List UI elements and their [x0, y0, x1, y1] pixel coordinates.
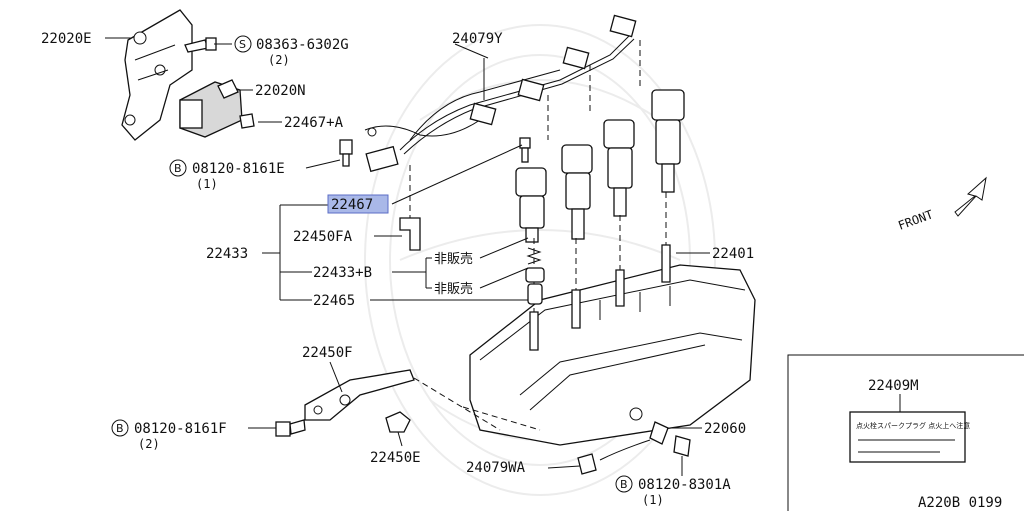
clip-22450fa[interactable]	[399, 217, 421, 251]
label-22409m[interactable]: 22409M	[868, 378, 919, 394]
label-22433b[interactable]: 22433+B	[313, 265, 372, 281]
label-22020e[interactable]: 22020E	[41, 31, 92, 47]
bracket-22450f[interactable]	[304, 369, 501, 431]
boot-22465[interactable]	[525, 267, 545, 305]
label-22465[interactable]: 22465	[313, 293, 355, 309]
label-22450fa[interactable]: 22450FA	[293, 229, 353, 245]
label-24079y[interactable]: 24079Y	[452, 31, 503, 47]
front-label: FRONT	[896, 207, 935, 233]
diagram-code: A220B 0199	[918, 495, 1002, 511]
sticker-text: 点火栓スパークプラグ 点火上へ注意	[856, 421, 970, 430]
ignition-coil-4[interactable]	[651, 89, 685, 193]
label-08120-8161e[interactable]: 08120-8161E	[192, 161, 285, 177]
bolt-08120-8301a[interactable]	[673, 435, 691, 457]
highlight-box	[327, 194, 389, 214]
bolt-08120-8161e[interactable]	[339, 139, 353, 167]
cylinder-head-cover	[462, 264, 756, 446]
bracket-assembly[interactable]	[121, 9, 193, 141]
bolt-08363[interactable]	[184, 37, 217, 53]
label-22450f[interactable]: 22450F	[302, 345, 353, 361]
label-22020n[interactable]: 22020N	[255, 83, 306, 99]
knock-sensor-22060[interactable]	[577, 407, 669, 475]
qty-08120-8301a: (1)	[642, 493, 664, 507]
b-marker-text: B	[174, 162, 182, 175]
qty-08120-8161f: (2)	[138, 437, 160, 451]
label-22450e[interactable]: 22450E	[370, 450, 421, 466]
wiring-harness-24079y[interactable]	[364, 14, 641, 240]
front-arrow-icon	[954, 176, 987, 217]
label-22467a[interactable]: 22467+A	[284, 115, 344, 131]
leader-lines	[105, 37, 901, 476]
clip-22450e[interactable]	[385, 411, 411, 433]
spring-22433b[interactable]	[526, 247, 542, 265]
label-08120-8161f[interactable]: 08120-8161F	[134, 421, 227, 437]
not-sold-note-2: 非販売	[434, 281, 473, 297]
b-marker-icon	[111, 419, 129, 437]
b-marker-icon	[615, 475, 633, 493]
coil-bolt[interactable]	[519, 137, 531, 163]
label-22060[interactable]: 22060	[704, 421, 746, 437]
label-08120-8301a[interactable]: 08120-8301A	[638, 477, 731, 493]
b-marker-text: B	[116, 422, 124, 435]
not-sold-note-1: 非販売	[434, 251, 473, 267]
qty-08120-8161e: (1)	[196, 177, 218, 191]
s-marker-icon	[234, 35, 252, 53]
ignition-coil-3[interactable]	[603, 119, 635, 217]
bolt-08120-8161f[interactable]	[275, 419, 306, 437]
bolt-22467a[interactable]	[239, 113, 255, 129]
label-22467[interactable]: 22467	[331, 197, 373, 213]
label-08363-6302g[interactable]: 08363-6302G	[256, 37, 349, 53]
qty-08363: (2)	[268, 53, 290, 67]
sticker-22409m[interactable]	[849, 411, 966, 463]
label-22433[interactable]: 22433	[206, 246, 248, 262]
label-sticker-panel: 22409M 点火栓スパークプラグ 点火上へ注意 A220B 0199	[787, 354, 1024, 511]
b-marker-icon	[169, 159, 187, 177]
spark-plugs[interactable]	[529, 192, 671, 351]
ignition-coil-2[interactable]	[561, 144, 593, 240]
b-marker-text: B	[620, 478, 628, 491]
ignition-coil-1[interactable]	[515, 167, 547, 243]
front-arrow-group: FRONT	[896, 176, 987, 233]
label-24079wa[interactable]: 24079WA	[466, 460, 526, 476]
s-marker-text: S	[239, 38, 246, 51]
label-22401[interactable]: 22401	[712, 246, 754, 262]
sensor-module[interactable]	[179, 79, 243, 138]
